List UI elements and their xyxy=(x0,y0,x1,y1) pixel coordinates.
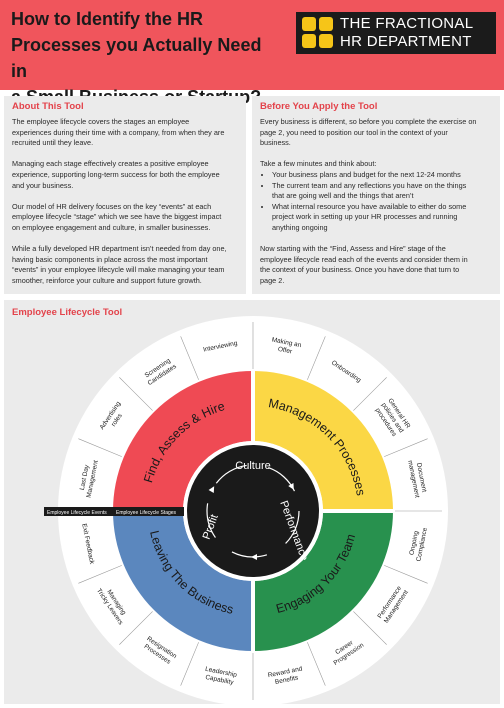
header-banner: How to Identify the HR Processes you Act… xyxy=(0,0,504,107)
text-line: employee lifecycle “stage” which we see … xyxy=(12,212,222,222)
text-line: the context of your business. Once you h… xyxy=(260,265,460,275)
list-item: Your business plans and budget for the n… xyxy=(272,170,476,181)
stage-segment xyxy=(113,371,253,511)
text-line: page 2. xyxy=(260,275,285,285)
event-divider xyxy=(384,438,428,457)
legend-bar xyxy=(44,507,184,516)
title-line: Processes you Actually Need in xyxy=(11,35,262,81)
text-line: business. xyxy=(260,138,291,148)
text-line: Now starting with the “Find, Assess and … xyxy=(260,244,446,254)
text-line: page 2, you need to position our tool in… xyxy=(260,127,448,137)
logo-squares-icon xyxy=(302,17,334,49)
stage-segment xyxy=(253,371,393,511)
arrowhead-icon xyxy=(288,483,294,490)
event-divider xyxy=(119,377,153,411)
event-divider xyxy=(180,336,199,380)
arrowhead-icon xyxy=(251,554,257,560)
before-panel: Before You Apply the Tool Every business… xyxy=(252,96,500,294)
company-logo: THE FRACTIONAL HR DEPARTMENT xyxy=(296,12,496,54)
event-divider xyxy=(180,642,199,686)
before-text: Every business is different, so before y… xyxy=(260,117,476,297)
bullet-list: Your business plans and budget for the n… xyxy=(272,170,476,234)
text-line: “events” in your employee lifecycle will… xyxy=(12,265,225,275)
before-heading: Before You Apply the Tool xyxy=(260,101,378,112)
stage-segment xyxy=(113,511,253,651)
list-item: What internal resource you have availabl… xyxy=(272,202,476,234)
event-divider xyxy=(307,336,326,380)
text-line: having basic components in place across … xyxy=(12,254,208,264)
event-divider xyxy=(119,611,153,645)
event-divider xyxy=(353,611,387,645)
tool-heading: Employee Lifecycle Tool xyxy=(12,307,123,318)
text-line: recruited until they leave. xyxy=(12,138,94,148)
logo-text-line2: HR DEPARTMENT xyxy=(340,33,472,50)
text-line: While a fully developed HR department is… xyxy=(12,244,227,254)
event-divider xyxy=(307,642,326,686)
legend-events-label: Employee Lifecycle Events xyxy=(47,510,107,516)
event-divider xyxy=(78,438,122,457)
text-line: experience, supporting long-term success… xyxy=(12,169,220,179)
text-line: Managing each stage effectively creates … xyxy=(12,159,209,169)
logo-text-line1: THE FRACTIONAL xyxy=(340,15,474,32)
page-title: How to Identify the HR Processes you Act… xyxy=(11,6,281,110)
stage-segment xyxy=(253,511,393,651)
text-line: and your business. xyxy=(12,180,74,190)
text-line: on employee engagement and culture, in s… xyxy=(12,222,211,232)
text-line: experiences during their time with a com… xyxy=(12,127,225,137)
event-divider xyxy=(353,377,387,411)
list-item: The current team and any reflections you… xyxy=(272,181,476,202)
core-word: Culture xyxy=(235,460,270,472)
text-line: Every business is different, so before y… xyxy=(260,117,477,126)
text-line: employee lifecycle read each of the even… xyxy=(260,254,468,264)
event-divider xyxy=(384,565,428,584)
lifecycle-tool-panel: Employee Lifecycle Tool Find, Assess & H… xyxy=(4,300,500,704)
title-line: How to Identify the HR xyxy=(11,9,203,29)
about-heading: About This Tool xyxy=(12,101,84,112)
text-line: smoother, reinforce your culture and sup… xyxy=(12,275,202,285)
text-line: Take a few minutes and think about: xyxy=(260,159,377,169)
text-line: The employee lifecycle covers the stages… xyxy=(12,117,190,126)
about-text: The employee lifecycle covers the stages… xyxy=(12,117,227,297)
event-divider xyxy=(78,565,122,584)
arrowhead-icon xyxy=(208,486,215,493)
about-panel: About This Tool The employee lifecycle c… xyxy=(4,96,246,294)
legend-stages-label: Employee Lifecycle Stages xyxy=(116,510,177,516)
text-line: Our model of HR delivery focuses on the … xyxy=(12,201,212,211)
